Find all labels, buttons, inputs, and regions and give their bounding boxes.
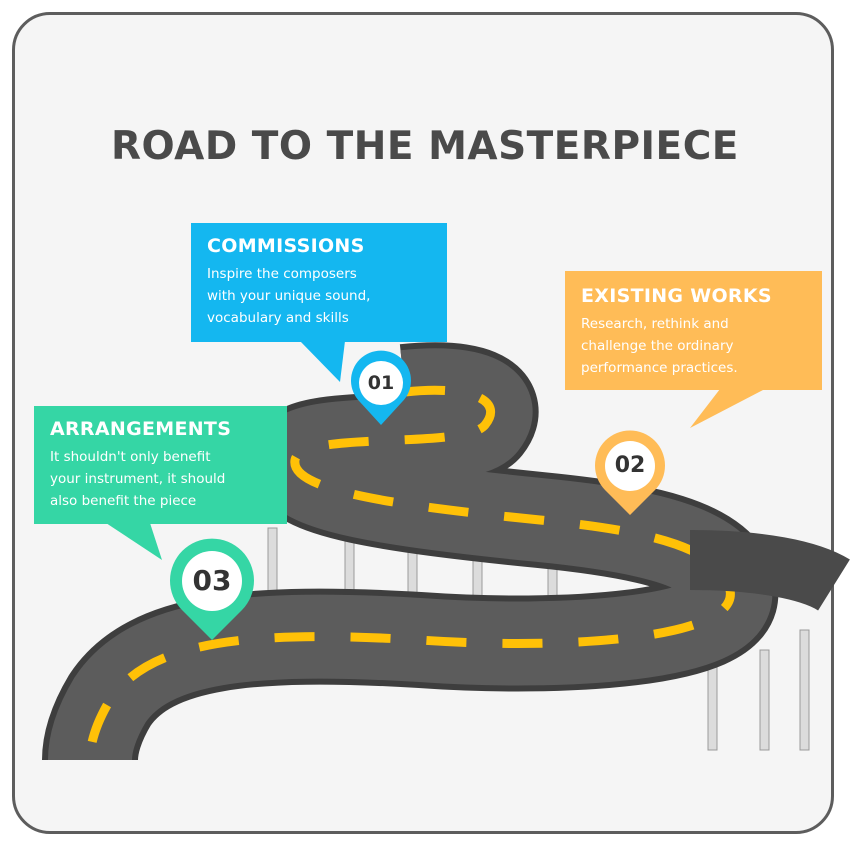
existing-works-callout-tail [690,389,765,428]
commissions-callout-tail [300,341,345,382]
existing-works-line-1: Research, rethink and [581,316,729,332]
arrangements-line-2: your instrument, it should [50,471,226,487]
commissions-line-2: with your unique sound, [207,288,371,304]
commissions-line-3: vocabulary and skills [207,310,349,326]
arrangements-line-1: It shouldn't only benefit [50,449,211,465]
arrangements-heading: ARRANGEMENTS [50,418,232,440]
page-title: ROAD TO THE MASTERPIECE [111,124,739,169]
pin-02-number: 02 [614,453,646,478]
pin-01-icon [351,350,412,425]
pin-02-icon [595,430,665,515]
commissions-line-1: Inspire the composers [207,266,357,282]
winding-road [42,342,779,762]
pin-01-number: 01 [367,372,395,394]
commissions-callout: COMMISSIONS Inspire the composers with y… [191,223,447,342]
existing-works-line-3: performance practices. [581,360,738,376]
commissions-heading: COMMISSIONS [207,235,365,257]
arrangements-line-3: also benefit the piece [50,493,197,509]
existing-works-callout: EXISTING WORKS Research, rethink and cha… [565,271,822,390]
existing-works-line-2: challenge the ordinary [581,338,734,354]
pin-03-number: 03 [192,564,232,597]
pin-03-icon [170,538,254,640]
existing-works-heading: EXISTING WORKS [581,285,772,307]
arrangements-callout-tail [106,523,162,560]
arrangements-callout: ARRANGEMENTS It shouldn't only benefit y… [34,406,287,524]
